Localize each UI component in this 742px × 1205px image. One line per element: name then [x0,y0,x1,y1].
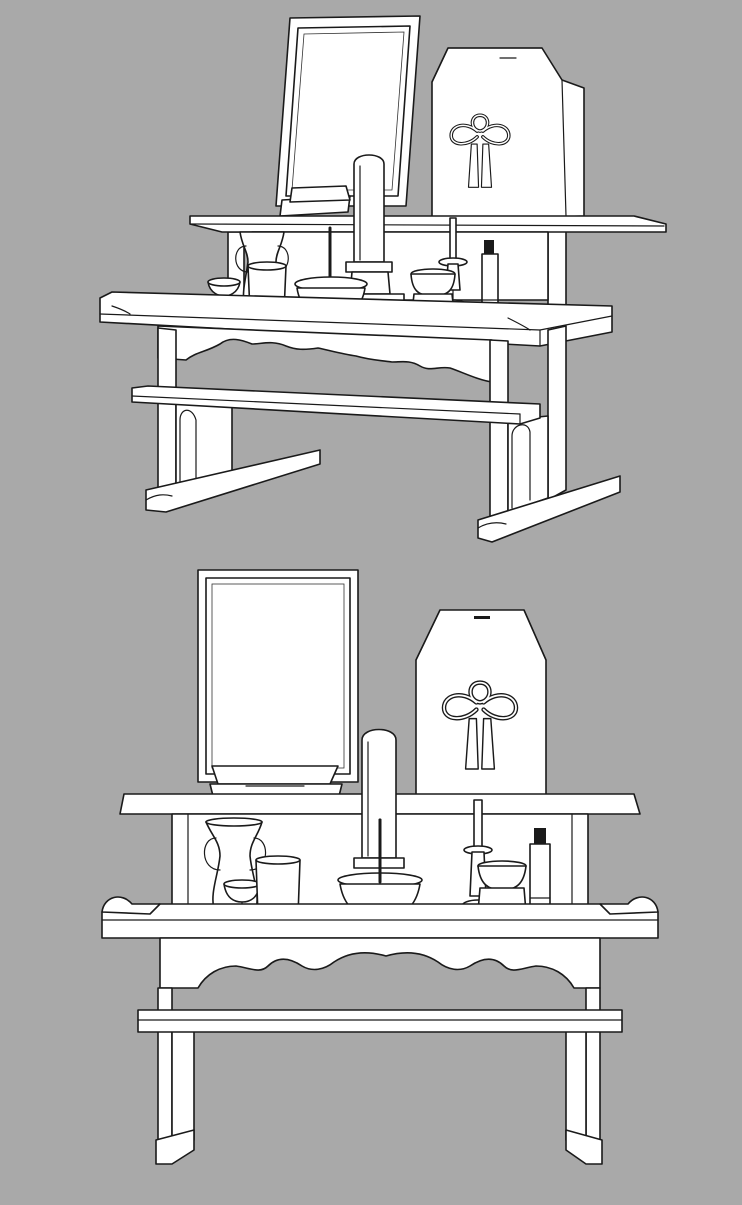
memorial-box [431,47,585,221]
incense-stick-holder [529,828,551,917]
altar-table [99,291,621,543]
altar-table [101,896,659,1165]
front-view [101,569,659,1165]
portrait-frame [197,569,359,801]
portrait-frame [275,15,421,217]
memorial-box [415,609,547,805]
ihai-memorial-tablet [345,154,405,311]
mizuhiki-knot [441,680,519,770]
water-cup [255,855,301,917]
mizuhiki-knot [449,113,511,188]
perspective-view [99,15,667,543]
